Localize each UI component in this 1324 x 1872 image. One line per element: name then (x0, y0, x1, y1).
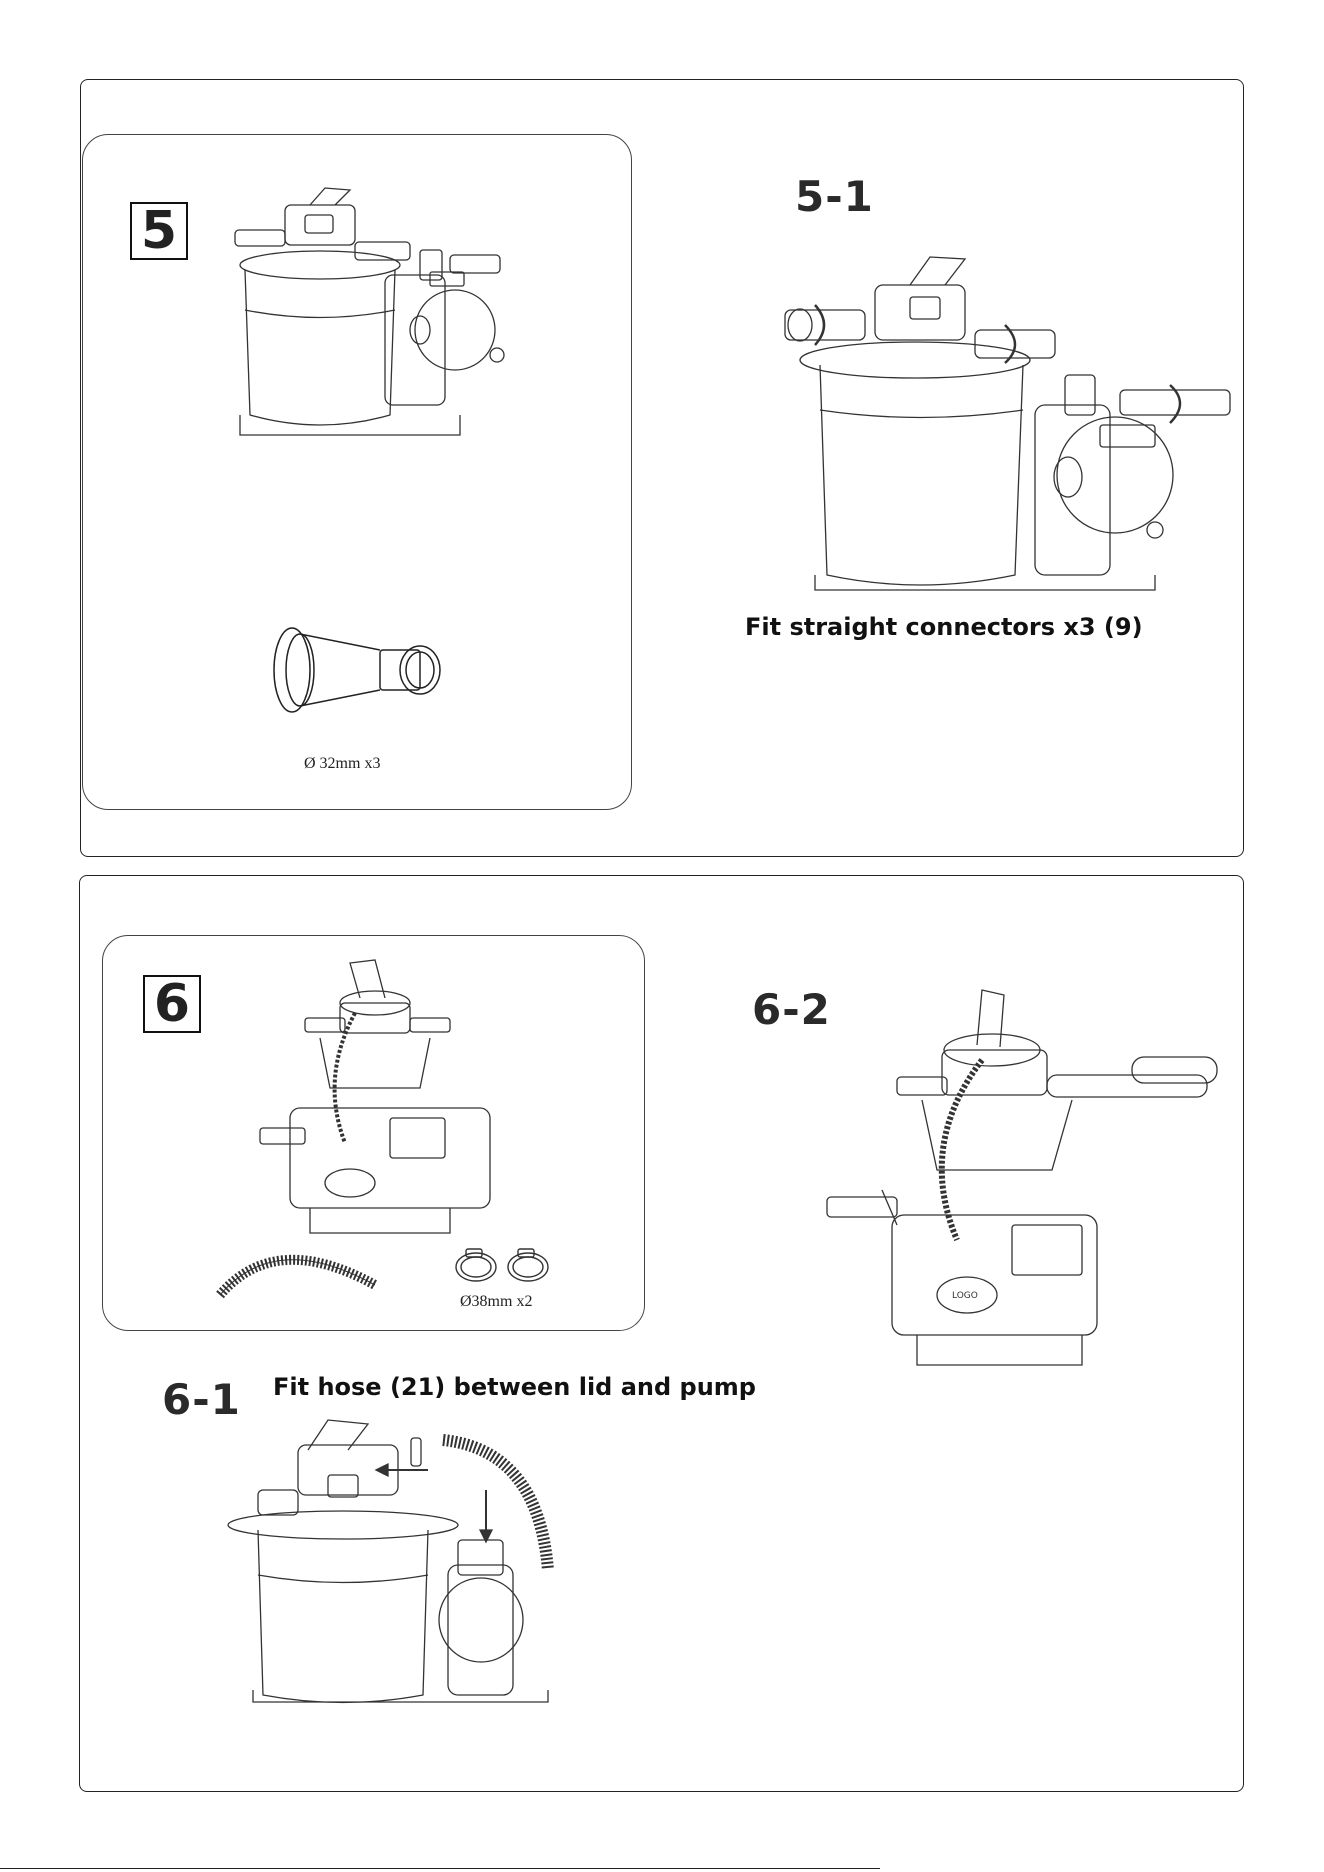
footer-rule (0, 1868, 880, 1869)
step6-part-dimension: Ø38mm x2 (460, 1293, 532, 1311)
step6-2-label: 6-2 (752, 985, 831, 1034)
step6-number-box: 6 (143, 975, 201, 1033)
logo-text: LOGO (952, 1291, 978, 1301)
hose-clamp-parts (448, 1245, 558, 1285)
straight-connector-part (270, 625, 450, 715)
step6-instruction: Fit hose (21) between lid and pump (273, 1373, 756, 1401)
step6-2-illustration: LOGO (822, 985, 1222, 1370)
hose-part (215, 1240, 380, 1300)
step5-instruction: Fit straight connectors x3 (9) (745, 613, 1143, 641)
step5-number-box: 5 (130, 202, 188, 260)
step5-1-label: 5-1 (795, 172, 874, 221)
filter-pump-front-illustration (250, 958, 500, 1238)
step6-1-illustration (228, 1410, 568, 1710)
step5-1-illustration (775, 245, 1240, 595)
filter-pump-illustration (225, 180, 565, 450)
step5-part-dimension: Ø 32mm x3 (304, 755, 380, 773)
